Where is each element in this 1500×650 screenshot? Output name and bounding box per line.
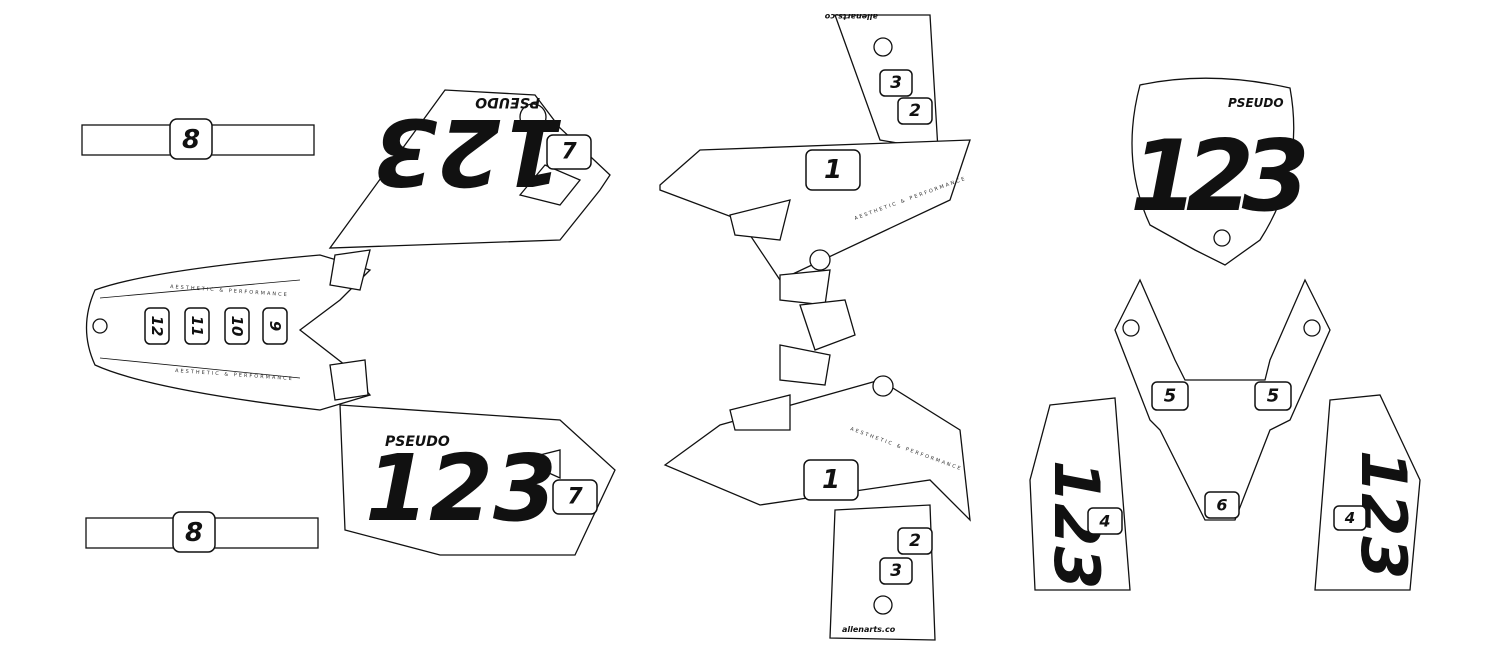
front-fender: 5 5 6 — [1114, 278, 1331, 521]
radiator-shroud-bottom: AESTHETIC & PERFORMANCE 1 2 3 allenarts.… — [663, 375, 971, 641]
svg-text:3: 3 — [890, 73, 902, 93]
svg-text:3: 3 — [890, 561, 902, 581]
alien-logo-icon — [92, 318, 108, 334]
fender-number: 6 — [1216, 496, 1227, 515]
side-panel-bottom-brand: PSEUDO — [385, 434, 450, 450]
shroud-top-website: allenarts.co — [824, 12, 878, 21]
side-panel-top-brand: PSEUDO — [475, 94, 540, 110]
strip-bottom: 8 — [85, 511, 319, 553]
strip-top-number: 8 — [182, 125, 200, 155]
strip-bottom-number: 8 — [185, 518, 203, 548]
seat-number-boxes: 12 11 10 9 — [144, 307, 288, 345]
fork-guard-right: 123 4 — [1314, 394, 1421, 591]
svg-text:5: 5 — [1164, 386, 1177, 407]
shroud-bottom-website: allenarts.co — [842, 625, 896, 634]
seat-cover: AESTHETIC & PERFORMANCE AESTHETIC & PERF… — [85, 249, 372, 411]
fork-guard-left: 123 4 — [1029, 397, 1131, 591]
strip-top: 8 — [81, 118, 315, 160]
svg-text:4: 4 — [1098, 512, 1110, 531]
svg-text:11: 11 — [188, 316, 206, 337]
side-panel-bottom: PSEUDO 123 7 — [339, 404, 616, 556]
side-panel-bottom-number: 123 — [365, 435, 557, 542]
shroud-top-number: 7 — [561, 140, 577, 165]
side-panel-top-number: 123 — [373, 98, 565, 205]
plate-brand: PSEUDO — [1228, 96, 1284, 110]
front-number-plate: PSEUDO 123 — [1130, 77, 1310, 266]
shroud-top-main-number: 1 — [824, 155, 842, 185]
svg-text:2: 2 — [909, 101, 921, 121]
svg-text:4: 4 — [1344, 509, 1355, 527]
shroud-bottom-number: 7 — [567, 485, 583, 510]
center-tank-pieces — [779, 269, 856, 386]
shroud-bottom-main-number: 1 — [822, 465, 840, 495]
svg-text:5: 5 — [1267, 386, 1280, 407]
svg-text:12: 12 — [148, 316, 166, 337]
radiator-shroud-top: allenarts.co 3 2 1 AESTHETIC & PERFORMAN… — [659, 12, 971, 281]
svg-text:2: 2 — [909, 531, 921, 551]
svg-text:10: 10 — [228, 316, 246, 337]
svg-text:9: 9 — [266, 321, 284, 331]
alien-logo-icon — [1213, 229, 1231, 247]
plate-number: 123 — [1130, 120, 1310, 234]
side-panel-top: 123 PSEUDO 7 — [328, 89, 611, 249]
